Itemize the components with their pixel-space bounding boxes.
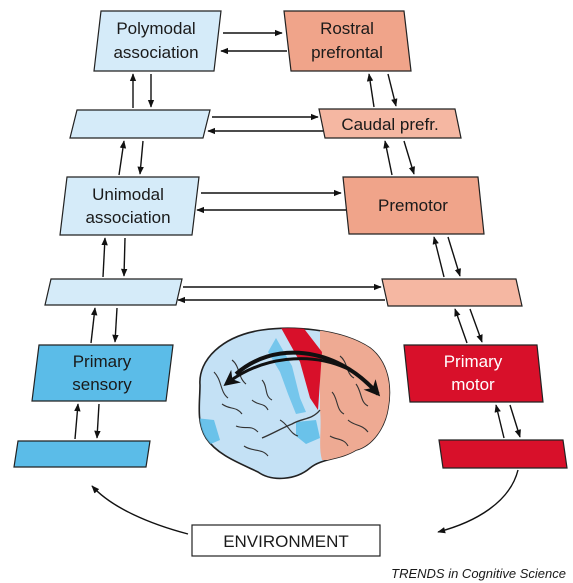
auditory-area: [296, 420, 320, 444]
unimodal-association-box: [59, 176, 200, 236]
premotor-label: Premotor: [378, 196, 448, 215]
horizontal-arrows: [177, 29, 385, 304]
premotor-box: [342, 176, 485, 235]
rostral-label-2: prefrontal: [311, 43, 383, 62]
primary-sensory-box: [31, 344, 174, 402]
sensory-intermediate-box-upper: [69, 109, 211, 139]
rightward-flow-arrow: [234, 350, 381, 397]
polymodal-label-1: Polymodal: [116, 19, 195, 38]
sensory-receptor-box: [13, 440, 151, 468]
primary-motor-box: [403, 344, 544, 403]
rostral-label-1: Rostral: [320, 19, 374, 38]
somatosensory-strip: [268, 338, 306, 414]
primary-sensory-label-1: Primary: [73, 352, 132, 371]
brain-illustration: [198, 327, 391, 480]
unimodal-label-1: Unimodal: [92, 185, 164, 204]
rostral-prefrontal-box: [283, 10, 412, 72]
motor-cortex-strip: [280, 328, 322, 410]
environment-box: [191, 524, 381, 557]
primary-motor-label-1: Primary: [444, 352, 503, 371]
primary-sensory-label-2: sensory: [72, 375, 132, 394]
right-vertical-arrows: [366, 73, 521, 439]
polymodal-label-2: association: [113, 43, 198, 62]
sensory-intermediate-box-lower: [44, 278, 183, 306]
motor-to-environment-arrow: [437, 469, 519, 534]
unimodal-label-2: association: [85, 208, 170, 227]
environment-to-sensory-arrow: [91, 485, 189, 535]
leftward-flow-arrow: [223, 357, 347, 386]
motor-intermediate-box: [381, 278, 523, 307]
caudal-prefrontal-box: [318, 108, 462, 139]
brain-sulci: [213, 355, 369, 457]
environment-label: ENVIRONMENT: [223, 532, 349, 551]
polymodal-association-box: [93, 10, 222, 72]
left-vertical-arrows: [74, 73, 155, 440]
source-credit: TRENDS in Cognitive Science: [391, 566, 566, 581]
effector-box: [438, 439, 568, 469]
caudal-label: Caudal prefr.: [341, 115, 438, 134]
primary-motor-label-2: motor: [451, 375, 495, 394]
